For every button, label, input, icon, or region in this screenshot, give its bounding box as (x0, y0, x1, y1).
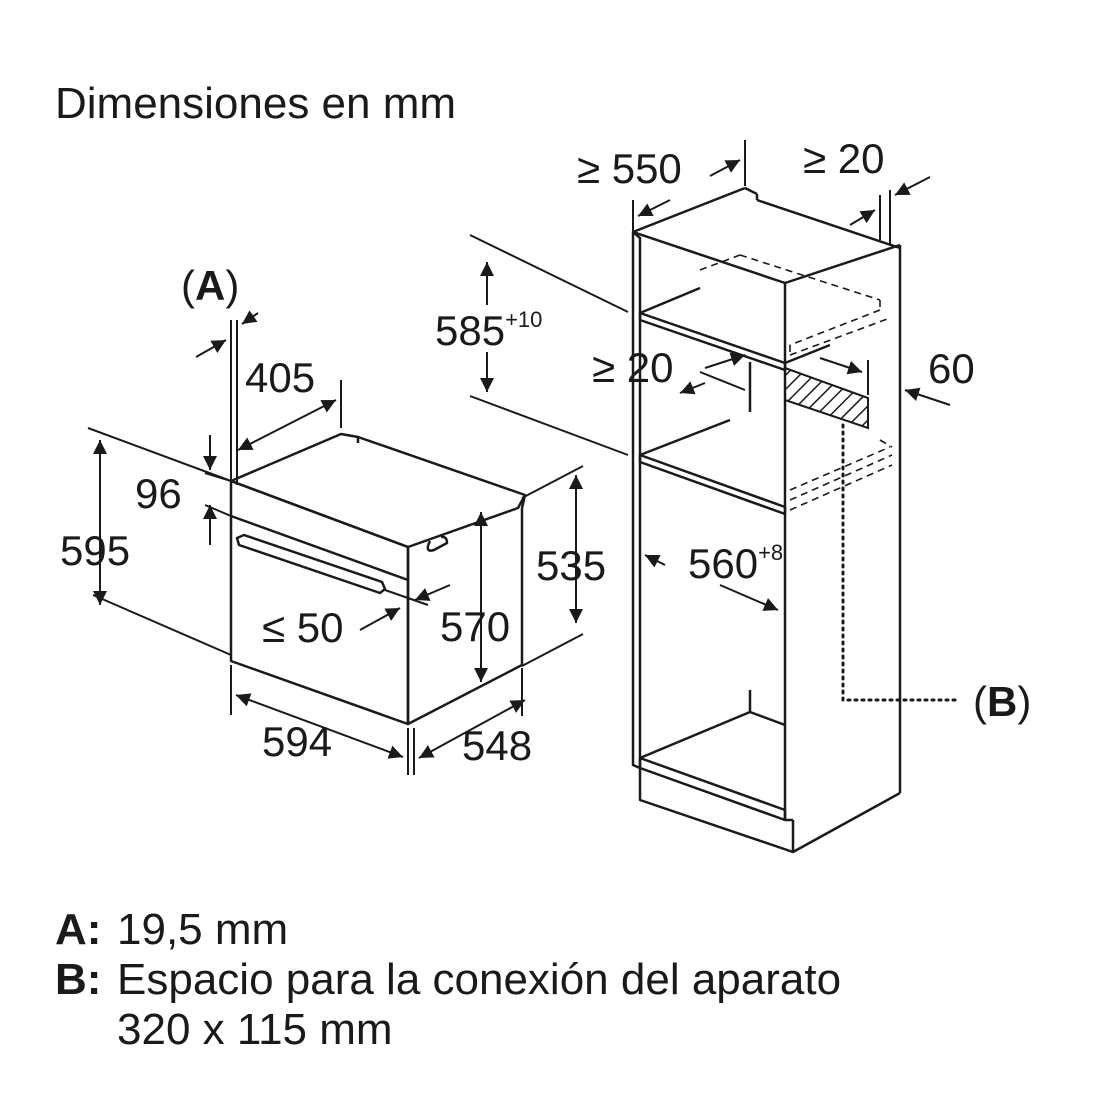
dim-min-20-top-label: ≥ 20 (803, 135, 884, 182)
legend-text-a: 19,5 mm (117, 905, 289, 954)
dim-570-label: 570 (440, 603, 510, 650)
legend-text-b-line2: 320 x 115 mm (117, 1005, 393, 1054)
cabinet-dimension-lines (469, 140, 951, 611)
dim-60-label: 60 (928, 345, 975, 392)
dim-min-550-label: ≥ 550 (577, 145, 682, 192)
legend-row-b-cont: 320 x 115 mm (55, 1005, 841, 1055)
legend-text-b-line1: Espacio para la conexión del aparato (117, 955, 842, 1004)
dim-560-label: 560+8 (688, 540, 783, 587)
oven-dimension-lines (87, 310, 584, 775)
dim-594-label: 594 (262, 718, 332, 765)
dim-405-label: 405 (245, 354, 315, 401)
legend-row-b: B: Espacio para la conexión del aparato (55, 955, 841, 1005)
cabinet-drawing (631, 186, 902, 854)
connection-leader-dotted (841, 423, 962, 702)
dim-548-label: 548 (462, 722, 532, 769)
label-b-marker: (B) (973, 678, 1031, 725)
legend-key-a: A: (55, 905, 102, 954)
page-title: Dimensiones en mm (55, 79, 457, 128)
dim-535-label: 535 (536, 542, 606, 589)
label-a-marker: (A) (181, 262, 239, 309)
connection-space-hatch (784, 366, 869, 430)
dim-96-label: 96 (135, 470, 182, 517)
dim-min-20-mid-label: ≥ 20 (592, 344, 673, 391)
dim-max-50-label: ≤ 50 (262, 604, 343, 651)
legend-key-spacer (55, 1005, 117, 1055)
legend-row-a: A: 19,5 mm (55, 905, 841, 955)
cabinet-hidden-lines (699, 254, 893, 511)
dim-595-label: 595 (60, 527, 130, 574)
legend: A: 19,5 mm B: Espacio para la conexión d… (55, 905, 841, 1055)
dim-585-label: 585+10 (435, 307, 542, 354)
legend-key-b: B: (55, 955, 102, 1004)
